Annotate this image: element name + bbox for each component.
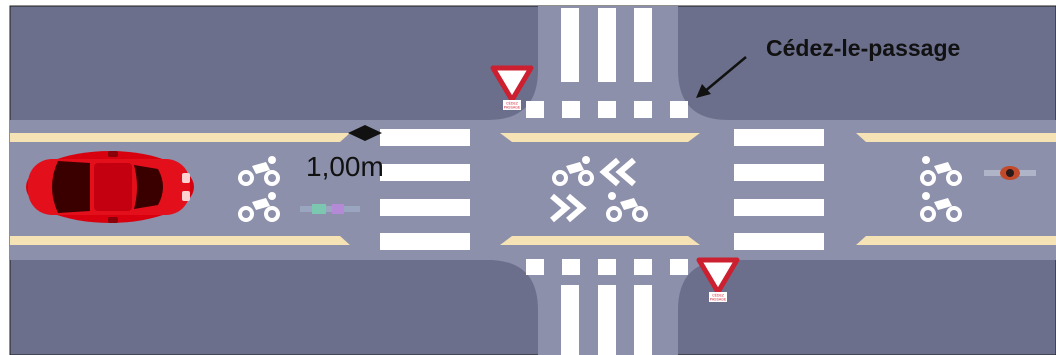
cyclist-figure (300, 204, 360, 214)
double-chevron-icon (550, 193, 587, 223)
give-way-line-bottom (526, 259, 688, 275)
bicycle-rider-icon (552, 156, 594, 186)
yield-sign-text-top: CÉDEZ (506, 101, 519, 106)
width-annotation-label: 1,00m (306, 151, 384, 182)
bicycle-rider-icon (920, 156, 962, 186)
cyclist-figure (984, 166, 1036, 180)
double-chevron-icon (599, 157, 636, 187)
bicycle-rider-icon (606, 192, 648, 222)
yield-annotation-label: Cédez-le-passage (766, 35, 960, 61)
yield-sign-text-bottom: PASSAGE (504, 106, 521, 110)
bicycle-rider-icon (920, 192, 962, 222)
yield-sign-icon: CÉDEZ PASSAGE (490, 65, 534, 110)
car-icon (26, 151, 194, 223)
bicycle-rider-icon (238, 156, 280, 186)
crosswalk-bottom (561, 285, 652, 355)
corner-bottom-right (678, 260, 728, 310)
crosswalk-right (734, 129, 824, 250)
yield-sign-text-bottom: PASSAGE (710, 298, 727, 302)
corner-top-left (488, 70, 538, 120)
cycle-lane-lines (10, 133, 1056, 245)
corner-bottom-left (488, 260, 538, 310)
yield-sign-icon: CÉDEZ PASSAGE (696, 257, 740, 302)
crosswalk-left (380, 129, 470, 250)
annotation-arrow (696, 56, 747, 98)
give-way-line-top (526, 101, 688, 118)
yield-sign-text-top: CÉDEZ (712, 293, 725, 298)
crosswalk-top (561, 8, 652, 82)
corner-top-right (678, 70, 728, 120)
bicycle-rider-icon (238, 192, 280, 222)
width-marker-diamond (348, 125, 382, 141)
